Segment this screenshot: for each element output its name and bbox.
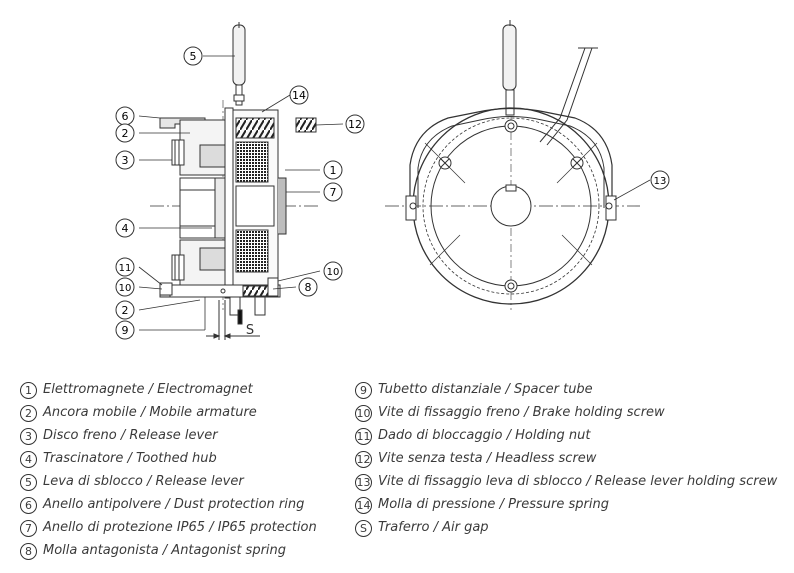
svg-text:8: 8 (305, 281, 312, 294)
svg-text:10: 10 (119, 283, 132, 294)
svg-text:3: 3 (122, 154, 129, 167)
svg-text:11: 11 (119, 263, 132, 274)
fixing-screws (424, 119, 598, 293)
svg-text:7: 7 (330, 186, 337, 199)
svg-text:5: 5 (190, 50, 197, 63)
svg-text:2: 2 (122, 127, 129, 140)
release-lever (232, 22, 246, 106)
svg-text:4: 4 (122, 222, 129, 235)
svg-text:10: 10 (327, 267, 340, 278)
callout-7: 7 (323, 182, 343, 202)
callout-12: 12 (345, 114, 365, 134)
callout-6: 6 (115, 106, 135, 126)
callout-2-bottom: 2 (115, 300, 135, 320)
callout-11: 11 (115, 257, 135, 277)
callout-9: 9 (115, 320, 135, 340)
callout-13: 13 (650, 170, 670, 190)
svg-text:14: 14 (292, 89, 306, 102)
svg-text:2: 2 (122, 304, 129, 317)
callouts: 5 14 6 12 2 3 1 7 4 11 10 10 8 2 9 13 S (115, 46, 670, 340)
callout-4: 4 (115, 218, 135, 238)
callout-5: 5 (183, 46, 203, 66)
callout-1: 1 (323, 160, 343, 180)
air-gap-label: S (246, 323, 254, 338)
callout-14: 14 (289, 85, 309, 105)
brake-technical-drawing: 5 14 6 12 2 3 1 7 4 11 10 10 8 2 9 13 S (115, 20, 670, 340)
callout-10-right: 10 (323, 261, 343, 281)
svg-text:1: 1 (330, 164, 337, 177)
svg-text:9: 9 (122, 324, 129, 337)
front-view (385, 20, 651, 310)
side-view (138, 22, 344, 340)
callout-10-left: 10 (115, 277, 135, 297)
callout-3: 3 (115, 150, 135, 170)
svg-text:13: 13 (654, 176, 667, 187)
callout-8: 8 (298, 277, 318, 297)
svg-text:6: 6 (122, 110, 129, 123)
svg-text:12: 12 (348, 118, 362, 131)
callout-2-top: 2 (115, 123, 135, 143)
